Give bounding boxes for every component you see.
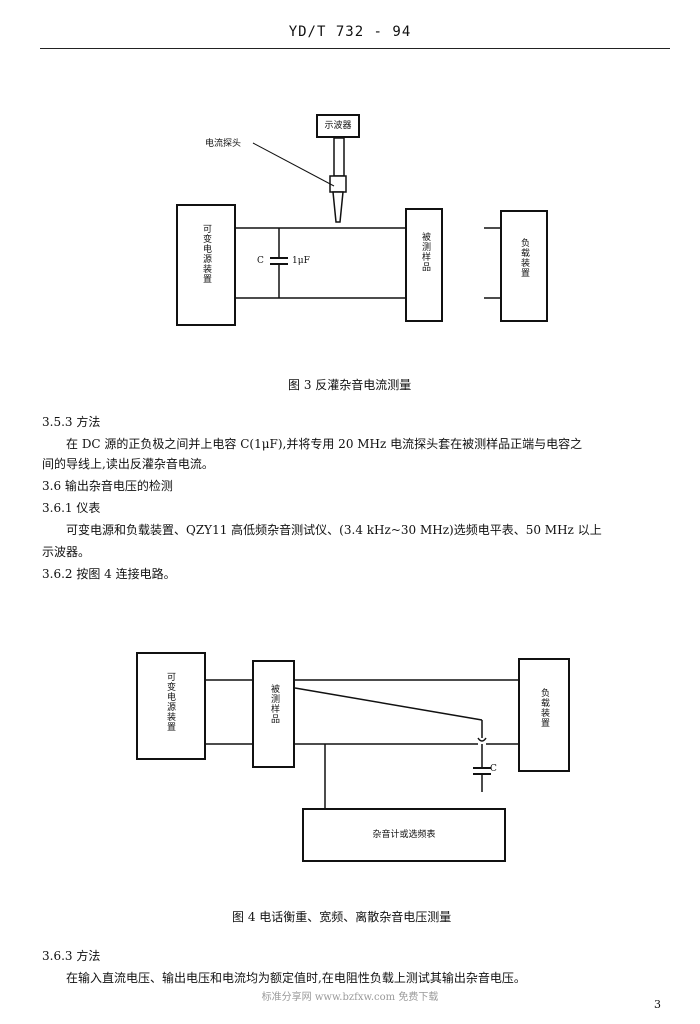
power-supply-box: 可变电源装置 [176,204,236,326]
figure-3-wiring [236,137,500,299]
power-supply-label: 可变电源装置 [201,224,211,284]
header-rule [40,48,670,49]
fig4-load-box: 负载装置 [518,658,570,772]
fig4-meter-box: 杂音计或选频表 [302,808,506,862]
section-3-5-3-line-1: 在 DC 源的正负极之间并上电容 C(1μF),并将专用 20 MHz 电流探头… [66,437,583,451]
section-3-6-3-line-1: 在输入直流电压、输出电压和电流均为额定值时,在电阻性负载上测试其输出杂音电压。 [66,971,526,985]
section-3-6-1-line-2: 示波器。 [42,545,91,559]
section-3-6-1-heading: 3.6.1 仪表 [42,501,101,515]
footer-watermark: 标准分享网 www.bzfxw.com 免费下载 [261,992,439,1003]
fig4-load-label: 负载装置 [539,688,549,728]
load-box: 负载装置 [500,210,548,322]
section-3-6-heading: 3.6 输出杂音电压的检测 [42,479,173,493]
capacitor-value-label: 1μF [292,256,310,266]
sample-box: 被测样品 [405,208,443,322]
fig4-capacitor-label: C [490,764,497,774]
load-label: 负载装置 [519,238,529,278]
fig4-sample-box: 被测样品 [252,660,295,768]
figure-4-wiring [206,679,518,808]
header-standard-number: YD/T 732 - 94 [288,24,412,40]
page-number: 3 [654,998,661,1011]
fig4-sample-label: 被测样品 [269,684,279,724]
section-3-6-1-line-1: 可变电源和负载装置、QZY11 高低频杂音测试仪、(3.4 kHz~30 MHz… [66,523,602,537]
sample-label: 被测样品 [420,232,430,272]
section-3-6-2-text: 3.6.2 按图 4 连接电路。 [42,567,176,581]
oscilloscope-box: 示波器 [316,114,360,138]
fig4-power-supply-box: 可变电源装置 [136,652,206,760]
fig4-power-supply-label: 可变电源装置 [165,672,175,732]
section-3-5-3-line-2: 间的导线上,读出反灌杂音电流。 [42,457,214,471]
fig4-meter-label: 杂音计或选频表 [372,830,436,840]
section-3-6-3-heading: 3.6.3 方法 [42,949,101,963]
figure-4-caption: 图 4 电话衡重、宽频、离散杂音电压测量 [232,910,452,924]
section-3-5-3-heading: 3.5.3 方法 [42,415,101,429]
oscilloscope-label: 示波器 [324,121,352,131]
figure-3-caption: 图 3 反灌杂音电流测量 [288,378,412,392]
probe-label: 电流探头 [205,139,242,149]
capacitor-c-label: C [257,256,264,266]
